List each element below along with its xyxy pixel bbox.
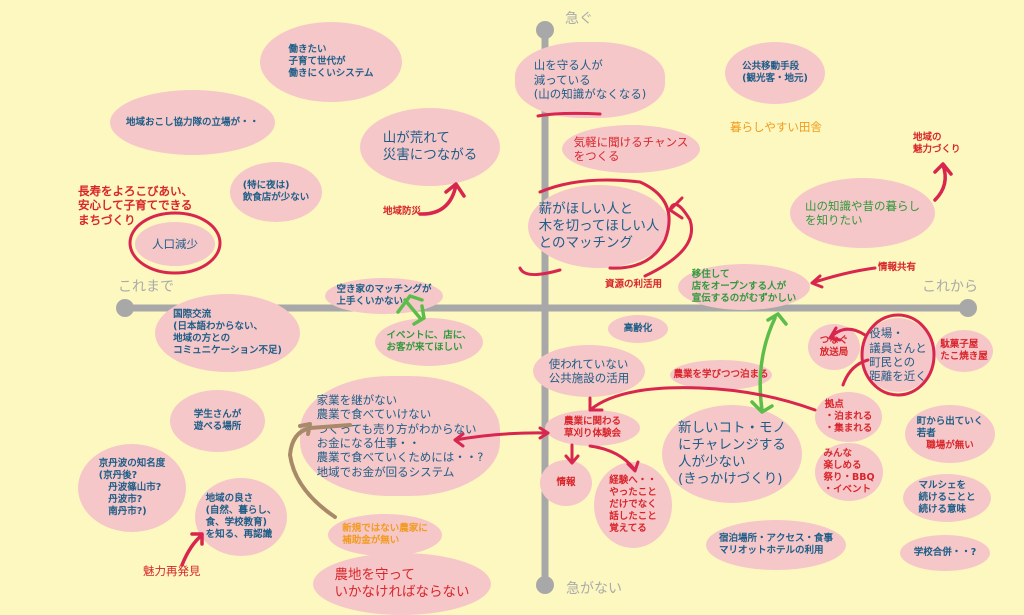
note-text: 家業を継がない 農業で食べていけない つくっても売り方がわからない お金になる仕… [316,392,484,479]
axis-label-not-urgent: 急がない [566,581,622,597]
note-text: 情報 [556,477,576,489]
note-text: 新規ではない農家に 補助金が無い [342,523,428,546]
note: 家業を継がない 農業で食べていけない つくっても売り方がわからない お金になる仕… [300,376,500,496]
label-text: 地域防災 [383,206,422,217]
note: 薪がほしい人と 木を切ってほしい人 とのマッチング [528,185,670,268]
note: (特に夜は) 飲食店が少ない [230,162,322,222]
note-text: 農業を学びつつ泊まる [673,369,769,381]
label-text: 魅力再発見 [143,564,201,578]
note-text: 山の知識や昔の暮らし を知りたい [805,198,920,227]
note-text: 山が荒れて 災害につながる [382,130,478,163]
note: 山を守る人が 減っている (山の知識がなくなる) [515,42,665,118]
note: 宿泊場所・アクセス・食事 マリオットホテルの利用 [706,520,846,570]
note-text: 農地を守って いかなければならない [334,567,470,600]
note-text: 農業に関わる 草刈り体験会 [563,416,621,439]
note-text: 京丹波の知名度 (京丹後? 丹波篠山市? 丹波市? 南丹市?) [98,458,166,517]
note: 情報 [540,460,592,506]
note: 農地を守って いかなければならない [313,553,491,615]
note: 拠点 ・泊まれる ・集まれる [815,392,882,442]
note-text: 高齢化 [623,323,653,335]
note: 新規ではない農家に 補助金が無い [328,514,442,556]
note-text: 町から出ていく 若者 [916,416,984,440]
note-text: 学校合併・・? [913,547,977,559]
note: イベントに、店に、 お客が来てほしい [375,318,483,366]
note: 山が荒れて 災害につながる [360,108,500,186]
note: マルシェを 続けることと 続ける意味 [903,474,991,522]
note-text: 地域の良さ (自然、暮らし、 食、学校教育) を知る、再認識 [205,493,277,540]
note: 地域おこし協力隊の立場が・・ [110,90,275,155]
note-text: 空き家のマッチングが 上手くいかない [336,284,432,307]
note-text: 経験へ・・ やったこと だけでなく 話したこと 覚えてる [609,475,657,534]
note-text: 移住して 店をオープンする人が 宣伝するのがむずかしい [691,269,797,304]
note: 働きたい 子育て世代が 働きにくいシステム [260,22,402,102]
note-text: 山を守る人が 減っている (山の知識がなくなる) [533,58,647,102]
note-text: 国際交流 (日本語わからない、 地域の方との コミュニケーション不足) [173,309,282,356]
note: 学校合併・・? [900,535,990,571]
note: 役場・ 議員さんと 町民との 距離を近く [862,318,934,392]
theme-text: 暮らしやすい田舎 [730,120,822,134]
note-text: 使われていない 公共施設の活用 [548,356,630,385]
note: 国際交流 (日本語わからない、 地域の方との コミュニケーション不足) [155,294,300,372]
axis-label-future: これから [922,279,978,295]
note-text: マルシェを 続けることと 続ける意味 [918,480,976,515]
note-text: イベントに、店に、 お客が来てほしい [386,330,472,353]
note-text: つなぐ 放送局 [819,335,849,358]
goal-text: 長寿をよろこびあい、 安心して子育てできる まちづくり [78,184,193,227]
note: 経験へ・・ やったこと だけでなく 話したこと 覚えてる [594,462,672,548]
note: 農業に関わる 草刈り体験会 [545,410,640,446]
note: 地域の良さ (自然、暮らし、 食、学校教育) を知る、再認識 [195,478,287,556]
note-text: 薪がほしい人と 木を切ってほしい人 とのマッチング [538,201,660,251]
note: 使われていない 公共施設の活用 [533,345,645,397]
note-text: 宿泊場所・アクセス・食事 マリオットホテルの利用 [718,533,833,556]
note-text: 学生さんが 遊べる場所 [193,409,242,432]
note: 学生さんが 遊べる場所 [170,390,265,452]
note-text: 拠点 ・泊まれる ・集まれる [824,399,873,434]
note-text: 地域おこし協力隊の立場が・・ [125,116,259,128]
axis-label-past: これまで [118,279,174,295]
note: 農業を学びつつ泊まる [670,360,772,390]
note-text: 働きたい 子育て世代が 働きにくいシステム [288,44,374,79]
note-text: 公共移動手段 (観光客・地元) [742,61,808,84]
note: 京丹波の知名度 (京丹後? 丹波篠山市? 丹波市? 南丹市?) [78,444,186,532]
label-text: 情報共有 [878,262,917,273]
note: みんな 楽しめる 祭り・BBQ ・イベント [815,443,883,501]
note: 町から出ていく 若者職場が無い [905,405,995,463]
note: 山の知識や昔の暮らし を知りたい [790,178,935,248]
note: 人口減少 [135,222,215,266]
note-text: 気軽に聞けるチャンス をつくる [573,134,689,163]
note-text: 人口減少 [152,236,198,251]
note-text: 新しいコト・モノ にチャレンジする 人が少ない (きっかけづくり) [678,420,786,487]
note-text: 職場が無い [926,439,974,451]
note-text: (特に夜は) 飲食店が少ない [242,180,310,203]
axis-label-urgent: 急ぐ [565,11,593,27]
note-text: 役場・ 議員さんと 町民との 距離を近く [869,326,927,384]
note: 移住して 店をオープンする人が 宣伝するのがむずかしい [678,264,810,310]
note: つなぐ 放送局 [808,324,860,370]
label-text: 地域の 魅力づくり [913,132,961,155]
note-text: 駄菓子屋 たこ焼き屋 [940,339,988,362]
label-text: 資源の利活用 [605,279,663,290]
note: 駄菓子屋 たこ焼き屋 [935,330,993,372]
note: 高齢化 [608,315,668,343]
note: 新しいコト・モノ にチャレンジする 人が少ない (きっかけづくり) [662,405,802,503]
note: 公共移動手段 (観光客・地元) [725,42,825,104]
note: 気軽に聞けるチャンス をつくる [562,125,700,173]
note-text: みんな 楽しめる 祭り・BBQ ・イベント [823,448,875,495]
